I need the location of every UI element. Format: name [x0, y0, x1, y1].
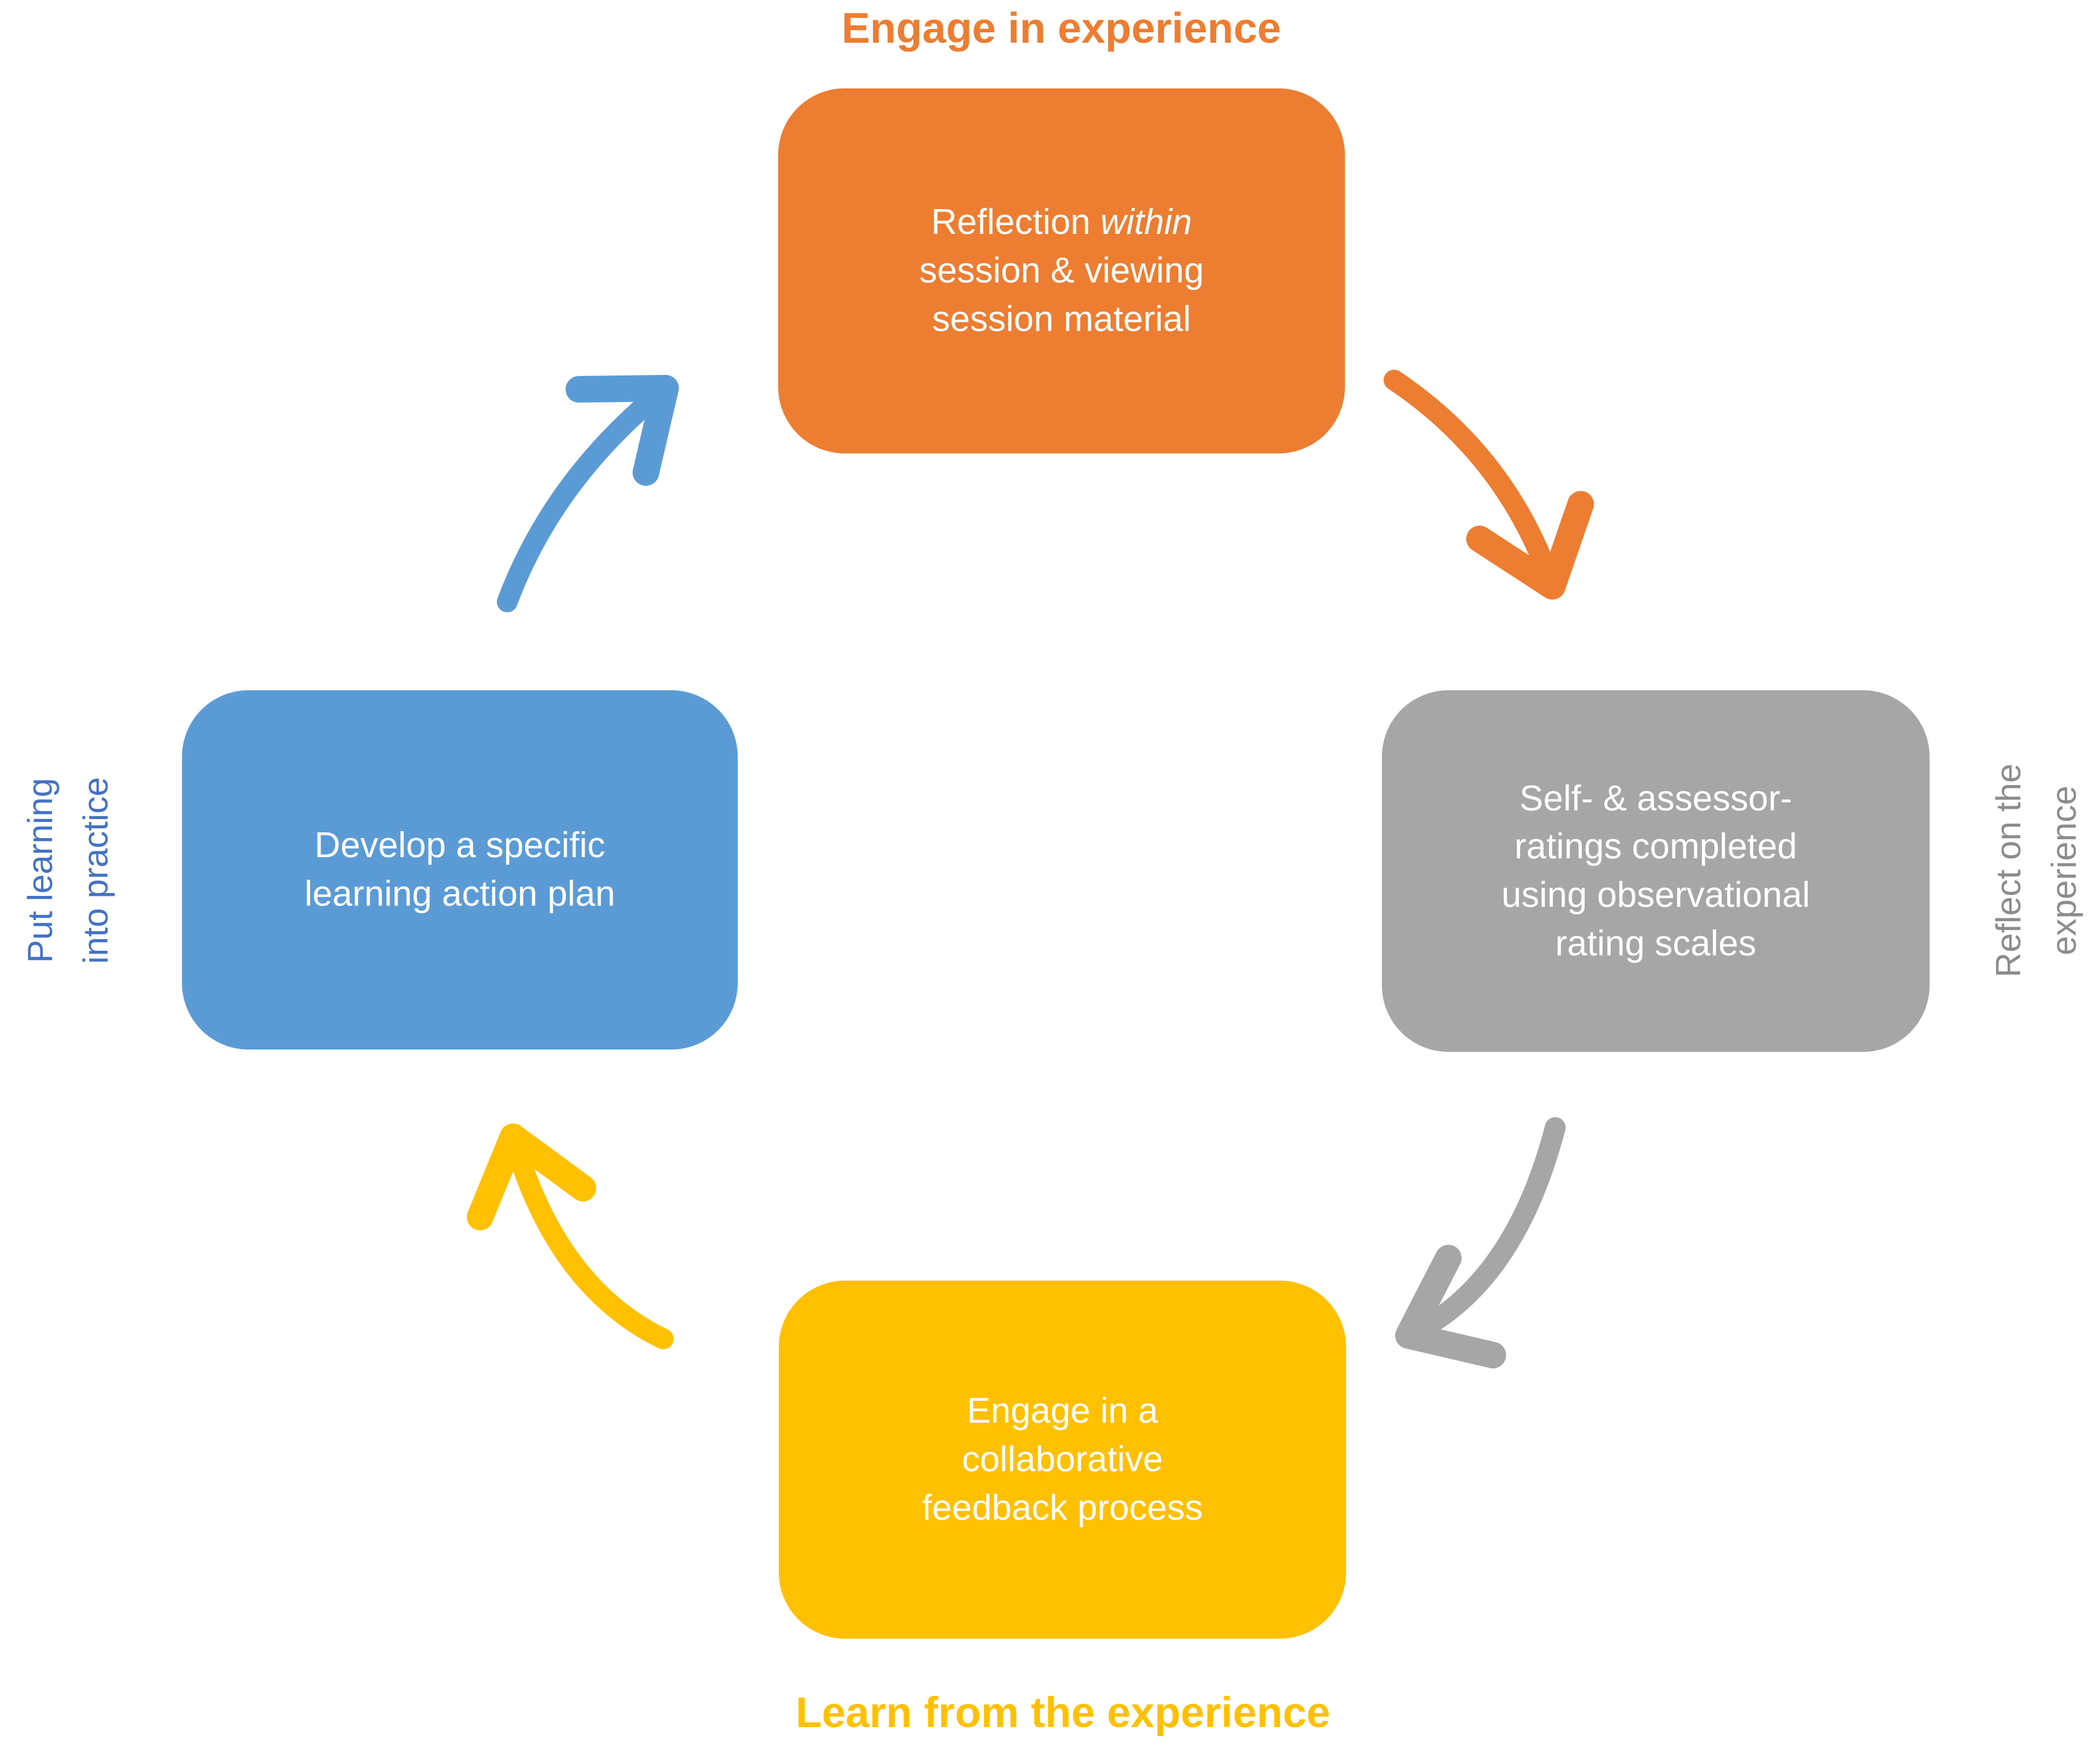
node-top-text-pre: Reflection [931, 202, 1101, 243]
node-learning-action-plan-text: Develop a specific learning action plan [304, 825, 615, 914]
stage-label-learn-from-experience: Learn from the experience [796, 1688, 1330, 1736]
arrow-right-to-bottom-head [1395, 1245, 1506, 1368]
arrow-right-to-bottom-shaft [1398, 1117, 1566, 1346]
stage-label-engage-in-experience: Engage in experience [841, 4, 1281, 52]
arrow-left-to-top-head [566, 375, 679, 486]
arrow-left-to-top-shaft [497, 378, 676, 612]
node-self-assessor-ratings: Self- & assessor- ratings completed usin… [1382, 690, 1930, 1052]
node-top-text-post: session & viewing session material [919, 251, 1204, 339]
arrow-top-to-right-head [1466, 491, 1594, 600]
node-collaborative-feedback-text: Engage in a collaborative feedback proce… [922, 1391, 1203, 1528]
stage-label-reflect-on-experience: Reflect on the experience [1989, 763, 2083, 978]
arrow-top-to-right-shaft [1384, 370, 1563, 597]
node-self-assessor-ratings-text: Self- & assessor- ratings completed usin… [1501, 778, 1811, 963]
node-reflection-within-session-text: Reflection within session & viewing sess… [919, 198, 1204, 343]
node-learning-action-plan: Develop a specific learning action plan [182, 690, 738, 1050]
arrow-bottom-to-left-head [467, 1123, 596, 1230]
stage-label-put-learning-into-practice: Put learning into practice [21, 777, 115, 964]
arrow-left-to-top-icon [497, 375, 679, 612]
arrow-right-to-bottom-icon [1395, 1117, 1566, 1368]
arrow-top-to-right-icon [1384, 370, 1594, 600]
node-collaborative-feedback: Engage in a collaborative feedback proce… [779, 1281, 1346, 1639]
arrow-bottom-to-left-icon [467, 1123, 674, 1349]
node-top-text-italic: within [1100, 202, 1192, 243]
arrow-bottom-to-left-shaft [503, 1126, 674, 1349]
node-reflection-within-session: Reflection within session & viewing sess… [778, 88, 1345, 453]
